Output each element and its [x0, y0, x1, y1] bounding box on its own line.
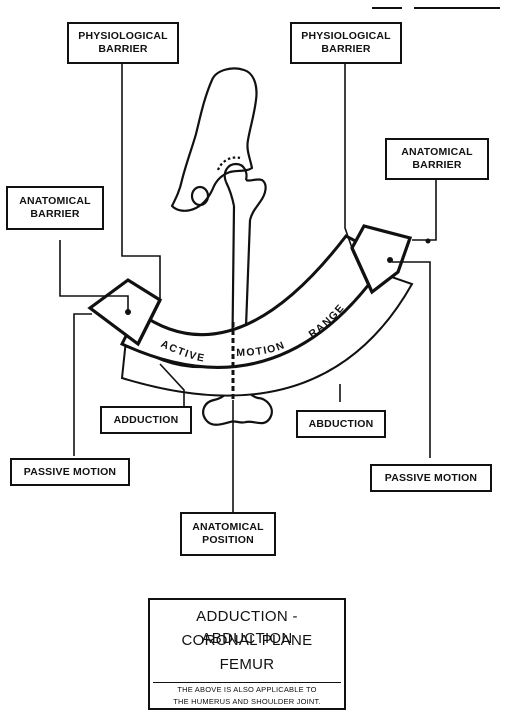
anatomical-barrier-right-label: ANATOMICAL BARRIER — [385, 138, 489, 180]
physiological-barrier-left-label: PHYSIOLOGICAL BARRIER — [67, 22, 179, 64]
adduction-label: ADDUCTION — [100, 406, 192, 434]
caption-bone: FEMUR — [219, 656, 275, 673]
caption-box: ADDUCTION - ABDUCTION CORONAL PLANE FEMU… — [148, 598, 346, 710]
abduction-label: ABDUCTION — [296, 410, 386, 438]
passive-motion-left-label: PASSIVE MOTION — [10, 458, 130, 486]
caption-title: ADDUCTION - ABDUCTION — [196, 608, 298, 647]
caption-note-line-1: THE ABOVE IS ALSO APPLICABLE TO — [177, 685, 317, 694]
physiological-barrier-right-label: PHYSIOLOGICAL BARRIER — [290, 22, 402, 64]
leader-dots — [125, 238, 431, 315]
anatomical-barrier-left-label: ANATOMICAL BARRIER — [6, 186, 104, 230]
caption-note-line-2: THE HUMERUS AND SHOULDER JOINT. — [173, 697, 321, 706]
pelvis-bone — [170, 67, 258, 212]
physiological-barrier-left-edge — [136, 299, 162, 345]
caption-note: THE ABOVE IS ALSO APPLICABLE TO THE HUME… — [153, 682, 341, 710]
caption-plane: CORONAL PLANE — [181, 632, 313, 649]
physiological-barrier-right-edge — [350, 247, 374, 293]
leader-lines — [59, 62, 437, 512]
passive-motion-right-label: PASSIVE MOTION — [370, 464, 492, 492]
anatomical-position-label: ANATOMICAL POSITION — [180, 512, 276, 556]
